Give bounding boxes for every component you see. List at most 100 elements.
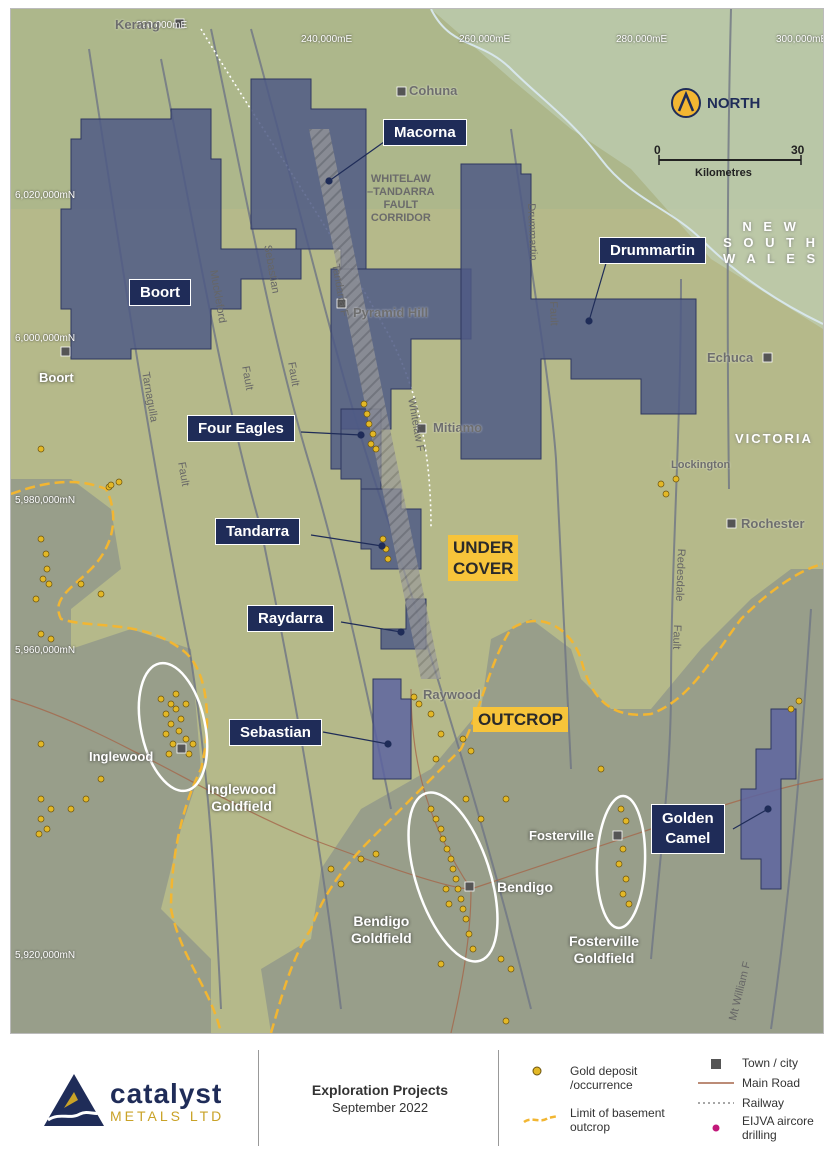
legend-gold-label: Gold deposit /occurrence <box>570 1064 637 1092</box>
zone-label-under-cover-line1: UNDER <box>453 538 514 557</box>
project-label-sebastian[interactable]: Sebastian <box>229 719 322 746</box>
grid-label-300000e: 300,000mE <box>776 34 824 45</box>
goldfield-label-fosterville-line2: Goldfield <box>573 950 635 966</box>
project-label-drummartin[interactable]: Drummartin <box>599 237 707 264</box>
legend-limit-symbol <box>523 1114 559 1124</box>
legend-eijva-label: EIJVA aircore drilling <box>742 1114 814 1142</box>
legend-date: September 2022 <box>331 1100 429 1115</box>
project-label-golden-camel[interactable]: Golden Camel <box>651 804 725 854</box>
goldfield-label-fosterville-line1: Fosterville <box>569 933 640 949</box>
region-label-nsw: N E W S O U T H W A L E S <box>723 219 819 267</box>
legend-eijva-label-line1: EIJVA aircore <box>742 1114 814 1128</box>
region-label-victoria: VICTORIA <box>735 431 813 446</box>
company-logo: catalyst METALS LTD <box>40 1064 250 1134</box>
legend-divider-1 <box>258 1050 259 1146</box>
fault-line-mt-william <box>770 608 812 1030</box>
north-label: NORTH <box>707 95 761 112</box>
goldfield-label-inglewood-line2: Goldfield <box>211 798 272 814</box>
legend-road-label: Main Road <box>742 1076 801 1090</box>
town-label-mitiamo: Mitiamo <box>433 420 483 435</box>
map-canvas <box>11 9 823 1033</box>
project-area-sebastian <box>372 678 412 780</box>
scale-bar <box>658 155 802 165</box>
goldfield-label-bendigo-line2: Goldfield <box>351 930 412 946</box>
town-label-lockington: Lockington <box>671 459 731 471</box>
gold-occurrences <box>32 400 803 1025</box>
project-label-boort[interactable]: Boort <box>129 279 191 306</box>
goldfield-label-bendigo: Bendigo Goldfield <box>351 913 412 947</box>
grid-label-6020000n: 6,020,000mN <box>15 190 76 201</box>
legend-eijva-symbol <box>712 1124 720 1132</box>
fault-corridor-label-line3: FAULT <box>383 199 419 211</box>
town-label-boort: Boort <box>39 370 74 385</box>
scale-unit-label: Kilometres <box>695 167 752 179</box>
map-frame: 220,000mE 240,000mE 260,000mE 280,000mE … <box>10 8 824 1034</box>
grid-label-240000e: 240,000mE <box>301 34 353 45</box>
goldfield-outline-fosterville <box>595 794 647 930</box>
grid-label-260000e: 260,000mE <box>459 34 511 45</box>
company-sub: METALS LTD <box>110 1108 225 1124</box>
project-label-raydarra[interactable]: Raydarra <box>247 605 335 632</box>
grid-label-280000e: 280,000mE <box>616 34 668 45</box>
goldfield-label-inglewood: Inglewood Goldfield <box>207 781 276 815</box>
project-area-drummartin <box>460 163 697 460</box>
scale-start-label: 0 <box>654 143 661 157</box>
project-label-golden-camel-line2: Camel <box>665 830 711 847</box>
basement-outcrop-limit <box>11 480 823 1033</box>
grid-label-220000e: 220,000mE <box>136 20 188 31</box>
fault-line-sebastian <box>210 28 392 810</box>
town-marker-rochester <box>726 518 737 529</box>
fault-corridor-label-line2: –TANDARRA <box>367 186 435 198</box>
grid-label-5980000n: 5,980,000mN <box>15 495 76 506</box>
project-label-golden-camel-line1: Golden <box>662 810 714 827</box>
goldfield-label-fosterville: Fosterville Goldfield <box>569 933 639 967</box>
goldfield-outline-inglewood <box>137 661 209 793</box>
fault-label-drummartin: Drummartin <box>525 203 540 261</box>
project-label-tandarra[interactable]: Tandarra <box>215 518 301 545</box>
town-marker-inglewood <box>176 743 187 754</box>
legend-railway-label: Railway <box>742 1096 785 1110</box>
fault-corridor-label: WHITELAW –TANDARRA FAULT CORRIDOR <box>367 173 435 225</box>
fault-label-redesdale-fault: Fault <box>670 624 683 650</box>
town-label-rochester: Rochester <box>741 516 805 531</box>
town-marker-fosterville <box>612 830 623 841</box>
fault-label-redesdale: Redesdale <box>673 548 687 602</box>
town-marker-echuca <box>762 352 773 363</box>
zone-label-outcrop: OUTCROP <box>473 707 568 732</box>
legend-gold-label-line2: /occurrence <box>570 1078 633 1092</box>
goldfield-outlines <box>137 661 647 963</box>
legend-limit-label: Limit of basement outcrop <box>570 1106 665 1134</box>
legend-eijva-label-line2: drilling <box>742 1128 777 1142</box>
fault-corridor <box>309 129 441 679</box>
town-marker-bendigo <box>464 881 475 892</box>
fault-line-east <box>726 9 732 490</box>
legend-town-symbol <box>711 1059 721 1069</box>
town-label-cohuna: Cohuna <box>409 83 458 98</box>
project-area-golden-camel <box>740 708 797 890</box>
north-arrow-icon <box>671 88 701 118</box>
project-label-four-eagles[interactable]: Four Eagles <box>187 415 295 442</box>
town-label-raywood: Raywood <box>423 687 481 702</box>
nsw-area <box>431 9 823 329</box>
fault-corridor-label-line4: CORRIDOR <box>370 212 431 224</box>
project-label-macorna[interactable]: Macorna <box>383 119 467 146</box>
leader-lines <box>300 136 772 830</box>
goldfield-label-bendigo-line1: Bendigo <box>353 913 410 929</box>
murray-river <box>430 9 823 325</box>
legend-panel: catalyst METALS LTD Exploration Projects… <box>10 1034 822 1154</box>
town-label-echuca: Echuca <box>707 350 754 365</box>
logo-mountain-icon <box>44 1074 104 1126</box>
company-name: catalyst <box>110 1078 223 1109</box>
town-label-pyramid-hill: Pyramid Hill <box>353 305 429 320</box>
zone-label-under-cover: UNDER COVER <box>448 535 519 581</box>
legend-road-symbol <box>698 1082 734 1084</box>
town-marker-mitiamo <box>416 423 427 434</box>
legend-gold-label-line1: Gold deposit <box>570 1064 638 1078</box>
region-label-nsw-line3: W A L E S <box>723 251 820 266</box>
region-label-nsw-line2: S O U T H <box>723 235 820 250</box>
outcrop-area-central <box>261 569 823 1033</box>
region-label-nsw-line1: N E W <box>742 219 800 234</box>
town-label-fosterville: Fosterville <box>529 828 595 843</box>
town-label-inglewood: Inglewood <box>89 749 154 764</box>
legend-gold-symbol <box>532 1066 542 1076</box>
